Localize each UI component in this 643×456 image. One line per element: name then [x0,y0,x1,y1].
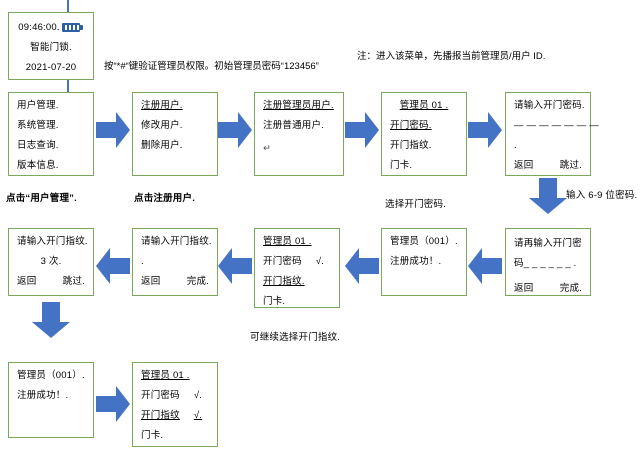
screen-admin-options-1: 管理员 01 . 开门密码. 开门指纹. 门卡. [381,92,467,176]
option-door-password-1[interactable]: 开门密码. [390,120,432,131]
caption-click-register-user: 点击注册用户. [134,193,196,204]
skip-button-2[interactable]: 跳过. [62,276,85,287]
standby-date: 2021-07-20 [25,62,77,73]
menu-item-log-query[interactable]: 日志查询. [17,140,59,151]
note-admin-key: 按“*#“键验证管理员权限。初始管理员密码“123456” [104,61,319,72]
arrow-left-3 [218,248,252,284]
admin-title-3: 管理员 01 . [141,370,190,381]
arrow-left-4 [96,248,130,284]
option-door-password-3-label: 开门密码 [141,390,180,401]
battery-icon [61,22,84,32]
screen-user-menu: 注册用户. 修改用户. 删除用户. [132,92,218,176]
menu-item-system-manage[interactable]: 系统管理. [17,120,59,131]
screen-main-menu: 用户管理. 系统管理. 日志查询. 版本信息. [8,92,94,176]
done-button-1[interactable]: 完成. [559,283,582,294]
admin-title-2: 管理员 01 . [263,236,312,247]
menu-item-register-admin[interactable]: 注册管理员用户. [263,100,334,111]
screen-enter-fingerprint-3: 请输入开门指纹. 3 次. 返回 跳过. [8,228,94,296]
arrow-right-2 [218,112,252,148]
arrow-right-3 [345,112,379,148]
option-door-password-3[interactable]: 开门密码 √. [141,389,209,402]
confirm-password-actions: 返回 完成. [514,282,582,295]
menu-item-modify-user[interactable]: 修改用户. [141,120,183,131]
confirm-password-prompt: 请再输入开门密 [514,238,582,249]
arrow-down-right [529,178,567,214]
screen-enter-password: 请输入开门密码. — — — — — — — . 返回 跳过. [505,92,599,176]
caption-enter-6-9-digit: 输入 6-9 位密码. [566,190,638,201]
check-icon-fingerprint-3: √. [193,410,203,421]
check-icon-password-3: √. [193,390,203,401]
enter-fingerprint-actions: 返回 完成. [141,275,209,288]
register-success-2-line1: 管理员（001）. [17,370,85,381]
arrow-down-left [32,302,70,338]
option-door-card-3[interactable]: 门卡. [141,430,164,441]
back-button-1[interactable]: 返回 [514,160,534,171]
check-icon-password-2: √. [315,256,325,267]
screen-register-success-1: 管理员（001）. 注册成功！. [381,228,467,296]
done-button-2[interactable]: 完成. [186,276,209,287]
option-door-card-1[interactable]: 门卡. [390,160,413,171]
menu-item-user-manage[interactable]: 用户管理. [17,100,59,111]
skip-button-1[interactable]: 跳过. [559,160,582,171]
connector-top [67,0,69,14]
option-door-fingerprint-1[interactable]: 开门指纹. [390,140,432,151]
admin-title-1: 管理员 01 . [399,100,449,111]
option-door-fingerprint-2[interactable]: 开门指纹. [263,276,305,287]
confirm-password-prompt2: 码_ _ _ _ _ _ . [514,258,577,269]
standby-title: 智能门锁. [30,42,72,53]
standby-time-row: 09:46:00. [17,21,85,34]
option-door-fingerprint-3-label: 开门指纹 [141,410,180,421]
option-door-fingerprint-3[interactable]: 开门指纹 √. [141,409,209,422]
screen-register-menu: 注册管理员用户. 注册普通用户. ↵ [254,92,344,176]
menu-item-delete-user[interactable]: 删除用户. [141,140,183,151]
register-success-1-line2: 注册成功！. [390,256,442,267]
back-button-2[interactable]: 返回 [514,283,534,294]
caption-continue-fingerprint: 可继续选择开门指纹. [250,332,341,343]
arrow-right-1 [96,112,130,148]
register-success-2-line2: 注册成功！. [17,390,69,401]
arrow-left-1 [468,248,502,284]
menu-item-version-info[interactable]: 版本信息. [17,160,59,171]
pilcrow-mark: ↵ [263,143,272,154]
screen-confirm-password: 请再输入开门密 码_ _ _ _ _ _ . 返回 完成. [505,228,591,296]
back-button-3[interactable]: 返回 [141,276,161,287]
caption-select-door-password: 选择开门密码. [385,199,447,210]
screen-admin-options-2: 管理员 01 . 开门密码 √. 开门指纹. 门卡. [254,228,340,308]
enter-password-dashes: — — — — — — — [514,120,599,131]
screen-standby: 09:46:00. 智能门锁. 2021-07-20 [8,12,94,80]
enter-fingerprint-blank: . [141,256,144,267]
option-door-card-2[interactable]: 门卡. [263,296,286,307]
menu-item-register-normal[interactable]: 注册普通用户. [263,120,325,131]
caption-click-user-manage: 点击“用户管理”. [6,193,77,204]
menu-item-register-user[interactable]: 注册用户. [141,100,183,111]
screen-register-success-2: 管理员（001）. 注册成功！. [8,362,94,438]
enter-password-prompt: 请输入开门密码. [514,100,585,111]
screen-enter-fingerprint: 请输入开门指纹. . 返回 完成. [132,228,218,296]
arrow-right-4 [468,112,502,148]
arrow-right-5 [96,386,130,422]
enter-fingerprint-3-prompt: 请输入开门指纹. [17,236,88,247]
standby-time: 09:46:00. [18,22,60,33]
enter-fingerprint-3-times: 3 次. [40,256,62,267]
screen-admin-options-3: 管理员 01 . 开门密码 √. 开门指纹 √. 门卡. [132,362,218,447]
enter-password-blank: . [514,140,517,151]
note-menu-id: 注：进入该菜单，先播报当前管理员/用户 ID. [357,51,546,62]
enter-fingerprint-prompt: 请输入开门指纹. [141,236,212,247]
back-button-4[interactable]: 返回 [17,276,37,287]
option-door-password-2-label: 开门密码 [263,256,302,267]
connector-standby-menu [67,80,69,92]
arrow-left-2 [345,248,379,284]
enter-password-actions: 返回 跳过. [514,159,582,172]
option-door-password-2[interactable]: 开门密码 √. [263,255,331,268]
enter-fingerprint-3-actions: 返回 跳过. [17,275,85,288]
register-success-1-line1: 管理员（001）. [390,236,458,247]
